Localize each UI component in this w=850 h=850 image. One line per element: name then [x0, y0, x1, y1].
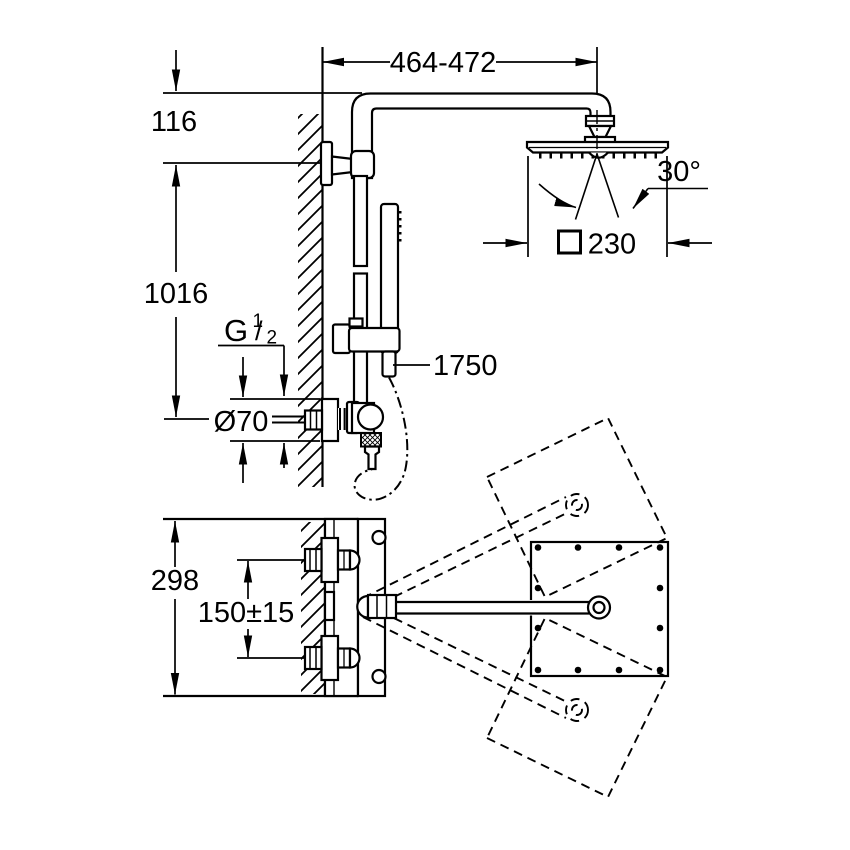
head-width-dimension	[483, 156, 712, 257]
supply-fitting-top	[303, 536, 361, 584]
dim-width-label: 464-472	[390, 47, 496, 79]
wall-hatching	[298, 114, 323, 487]
head-swivel-connector	[583, 114, 617, 145]
center-union-plan	[323, 590, 336, 622]
plan-view: 298 150±15	[151, 416, 670, 799]
hose-nut-knurl	[360, 432, 382, 448]
svg-text:G: G	[224, 313, 248, 348]
supply-spacing-label: 150±15	[198, 597, 295, 629]
dim-1016-label: 1016	[144, 278, 209, 310]
plan-height-label: 298	[151, 565, 199, 597]
swivel-position-dashed	[362, 416, 669, 799]
svg-text:2: 2	[267, 328, 278, 349]
shower-rail	[352, 174, 369, 406]
hose-length-label: 1750	[433, 350, 498, 382]
elevation-view: 464-472 116 1016 30° 230 G 1 / 2 Ø70 175…	[144, 47, 712, 501]
thread-size-leader	[218, 344, 289, 396]
escutcheon-dimension	[230, 357, 324, 483]
spray-angle-label: 30°	[657, 156, 701, 188]
head-size-label: 230	[588, 229, 636, 261]
thread-size-label: G 1 / 2	[224, 311, 277, 349]
svg-text:1: 1	[253, 311, 264, 332]
valve-assembly	[320, 397, 385, 471]
diverter-knob	[356, 403, 385, 431]
dim-116-label: 116	[151, 106, 197, 138]
dim-text-mask	[390, 47, 496, 75]
svg-text:/: /	[255, 316, 263, 346]
supply-fitting-bottom	[303, 634, 361, 682]
nozzle-dots	[534, 544, 664, 674]
shower-arm-plan	[356, 593, 612, 620]
shower-pipe	[350, 92, 612, 180]
hand-shower-holder	[331, 317, 401, 378]
square-symbol-icon	[557, 229, 582, 255]
escutcheon-dia-label: Ø70	[214, 406, 269, 438]
spray-angle-indicator	[538, 153, 708, 220]
